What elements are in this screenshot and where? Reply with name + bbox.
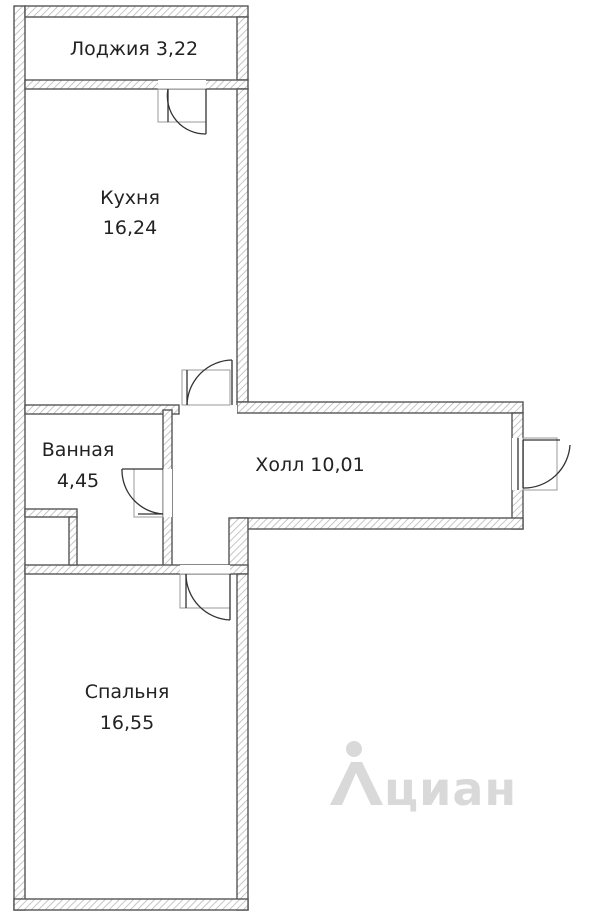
door-entrance [512, 437, 571, 491]
wall-loggia-top [24, 5, 249, 18]
watermark: циан [330, 741, 517, 816]
hall-label: Холл 10,01 [255, 454, 364, 476]
hall-name: Холл [255, 454, 304, 476]
wall-kitchen-bottom [24, 404, 180, 415]
doors [121, 80, 571, 621]
bathroom-name: Ванная [42, 439, 115, 461]
wall-closet-right [68, 516, 78, 566]
wall-outer-left [13, 5, 26, 911]
kitchen-name: Кухня [100, 187, 160, 209]
hall-area: 10,01 [310, 454, 364, 476]
wall-closet-top [24, 508, 78, 518]
wall-hall-bottom [236, 517, 524, 530]
loggia-area: 3,22 [156, 38, 198, 60]
loggia-name: Лоджия [70, 38, 150, 60]
kitchen-area: 16,24 [103, 217, 157, 239]
bedroom-area: 16,55 [100, 712, 154, 734]
door-loggia [157, 80, 207, 135]
wall-bath-bedroom [24, 564, 249, 575]
bedroom-name: Спальня [85, 681, 170, 703]
wall-loggia-kitchen [24, 79, 249, 90]
loggia-label: Лоджия 3,22 [70, 38, 198, 60]
watermark-logo-icon [330, 741, 383, 805]
wall-bedroom-right [236, 573, 249, 911]
door-bathroom [121, 468, 172, 518]
wall-bedroom-bottom [13, 898, 249, 911]
watermark-text: циан [384, 762, 517, 816]
wall-corridor-right [228, 517, 249, 572]
wall-kitchen-right [236, 88, 249, 403]
door-kitchen [181, 359, 237, 414]
wall-loggia-right [236, 16, 249, 81]
wall-hall-top [236, 401, 524, 414]
room-labels: Лоджия 3,22 Кухня 16,24 Ванная 4,45 Холл… [42, 38, 365, 734]
door-bedroom [179, 565, 231, 621]
bathroom-area: 4,45 [57, 470, 99, 492]
